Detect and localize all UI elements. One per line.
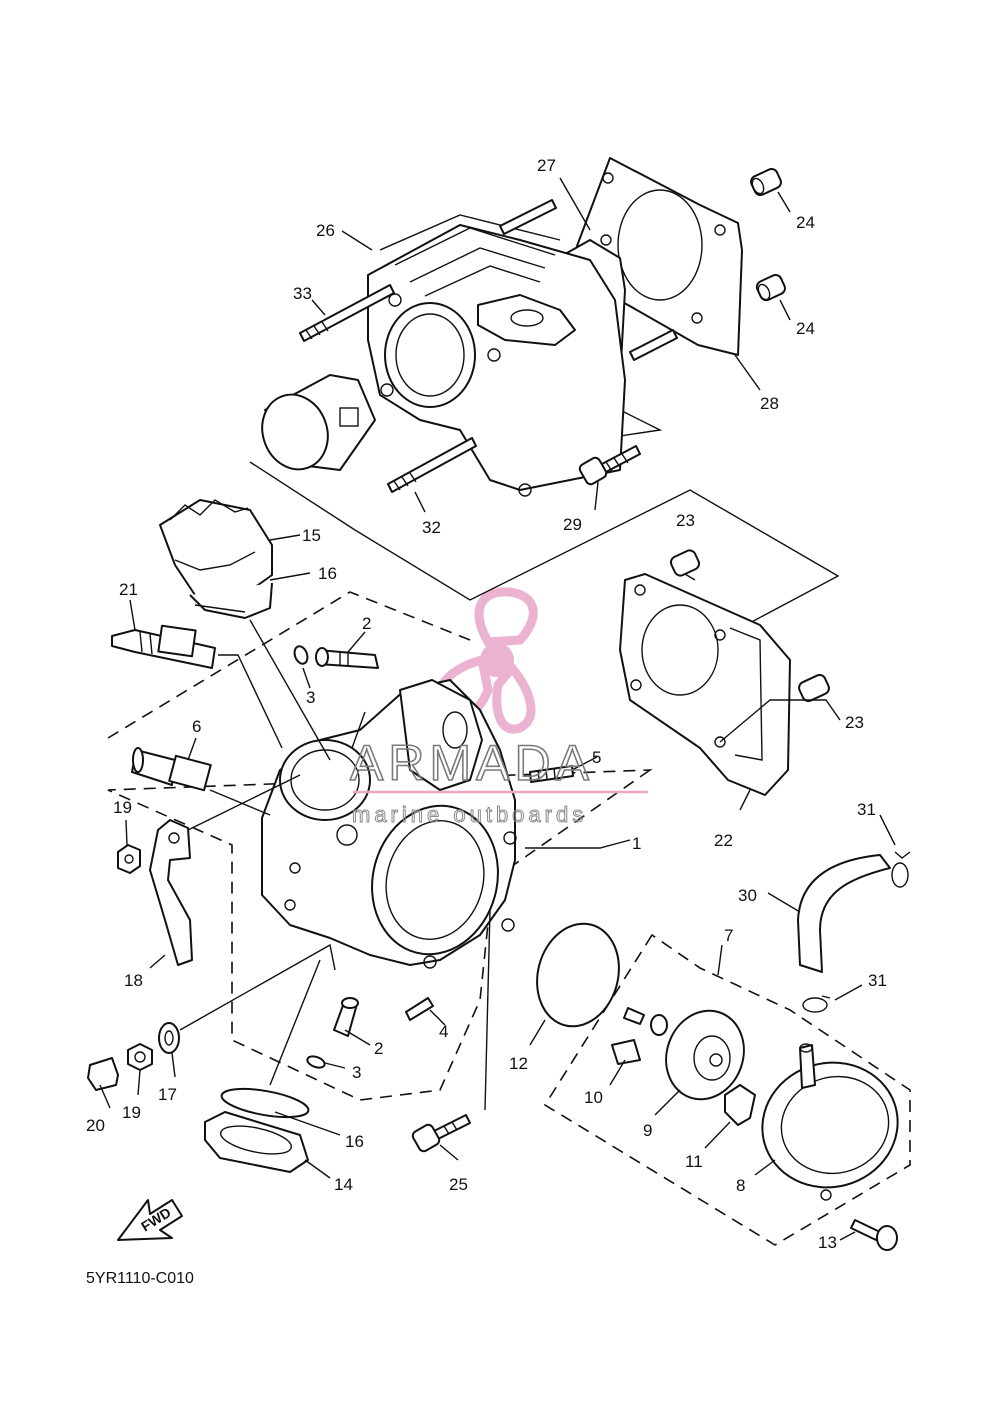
callout-28: 28 — [760, 394, 779, 413]
callout-4: 4 — [439, 1022, 448, 1041]
clip-3-lower — [306, 1055, 326, 1069]
bolt-25 — [411, 1114, 471, 1153]
callout-18: 18 — [124, 971, 143, 990]
stud-bolt-33 — [299, 284, 395, 342]
callout-21: 21 — [119, 580, 138, 599]
o-ring-12 — [536, 922, 620, 1028]
callout-13: 13 — [818, 1233, 837, 1252]
callout-19b: 19 — [122, 1103, 141, 1122]
stud-4 — [405, 997, 434, 1021]
callout-23b: 23 — [845, 713, 864, 732]
callout-11: 11 — [685, 1152, 703, 1171]
nut-19-lower — [127, 1043, 153, 1071]
hose-30 — [797, 854, 891, 973]
callout-12: 12 — [509, 1054, 528, 1073]
callout-15: 15 — [302, 526, 321, 545]
callout-19a: 19 — [113, 798, 132, 817]
callout-31b: 31 — [868, 971, 887, 990]
stud-bolt-upper — [499, 199, 678, 361]
callout-20: 20 — [86, 1116, 105, 1135]
callout-5: 5 — [592, 748, 601, 767]
callout-27: 27 — [537, 156, 556, 175]
callout-29: 29 — [563, 515, 582, 534]
callout-23a: 23 — [676, 511, 695, 530]
valve-2-upper — [315, 647, 379, 669]
dowel-pin-23b — [798, 673, 830, 703]
clip-3-upper — [293, 645, 309, 665]
plate-9 — [665, 1009, 745, 1101]
callout-32: 32 — [422, 518, 441, 537]
callout-9: 9 — [643, 1121, 652, 1140]
callout-10: 10 — [584, 1088, 603, 1107]
callout-labels: 26 33 27 24 24 28 29 32 23 15 16 21 2 3 … — [86, 156, 887, 1252]
temperature-sensor-6 — [131, 747, 212, 792]
washer-17 — [158, 1022, 180, 1054]
watermark-brand: ARMADA — [350, 735, 594, 791]
clip-31b — [802, 995, 831, 1013]
forward-arrow-icon: FWD — [117, 1199, 183, 1241]
watermark-tagline: marine outboards — [352, 802, 587, 827]
callout-17: 17 — [158, 1085, 177, 1104]
callout-3b: 3 — [352, 1063, 361, 1082]
manifold-gasket-16 — [220, 1087, 310, 1119]
callout-6: 6 — [192, 717, 201, 736]
piston-ring-15 — [159, 499, 273, 599]
valve-2-lower — [333, 997, 359, 1037]
callout-26: 26 — [316, 221, 335, 240]
dashed-frame-assembly-7 — [543, 933, 911, 1246]
nut-19-upper — [117, 844, 141, 874]
dowel-pin-23a — [669, 549, 701, 577]
head-gasket-22 — [619, 573, 791, 796]
callout-2a: 2 — [362, 614, 371, 633]
cover-8 — [761, 1043, 899, 1201]
clip-31a — [891, 851, 911, 888]
cap-nut-20 — [87, 1057, 119, 1091]
spark-plug-21 — [111, 624, 216, 669]
bracket-18 — [149, 819, 193, 966]
watermark-propeller-logo — [432, 587, 538, 734]
stud-bolt-32 — [387, 437, 477, 493]
piston — [261, 374, 376, 471]
callout-31a: 31 — [857, 800, 876, 819]
callout-7: 7 — [724, 926, 733, 945]
intake-manifold-14 — [204, 1111, 309, 1173]
leader-frame-upper — [249, 461, 840, 627]
callout-14: 14 — [334, 1175, 353, 1194]
callout-33: 33 — [293, 284, 312, 303]
bolt-29 — [578, 445, 641, 486]
dowel-pin-24b — [755, 273, 786, 302]
callout-30: 30 — [738, 886, 757, 905]
callout-3a: 3 — [306, 688, 315, 707]
callout-24a: 24 — [796, 213, 815, 232]
callout-24b: 24 — [796, 319, 815, 338]
callout-8: 8 — [736, 1176, 745, 1195]
callout-16b: 16 — [345, 1132, 364, 1151]
dowel-pin-24a — [750, 167, 782, 197]
callout-1: 1 — [632, 834, 641, 853]
callout-16a: 16 — [318, 564, 337, 583]
cam-11 — [724, 1084, 756, 1126]
callout-22: 22 — [714, 831, 733, 850]
stud-5 — [529, 765, 574, 783]
leader-lines — [99, 177, 896, 1241]
callout-2b: 2 — [374, 1039, 383, 1058]
diagram-code: 5YR1110-C010 — [86, 1270, 194, 1287]
piston-ring-16 — [189, 582, 273, 619]
callout-25: 25 — [449, 1175, 468, 1194]
bolt-10 — [611, 1007, 668, 1065]
cylinder-26 — [367, 214, 626, 497]
bolt-13 — [850, 1219, 898, 1251]
